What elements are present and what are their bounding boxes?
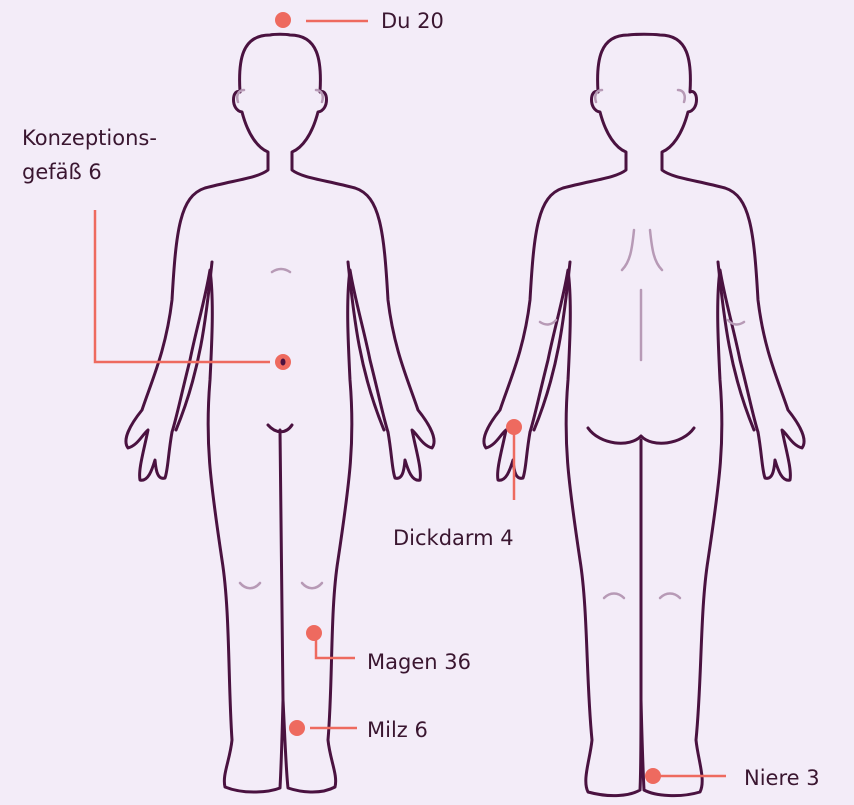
front-body-outline [126,34,434,792]
konzeptionsgefaess6-leader [95,210,270,362]
magen36-label: Magen 36 [367,648,471,676]
back-body-figure [484,34,804,795]
magen36-point [306,625,322,641]
konzeptionsgefaess6-label-line1: Konzeptions- [22,124,157,152]
niere3-label: Niere 3 [744,764,820,792]
back-body-outline [484,34,804,795]
milz6-point [289,720,305,736]
milz6-label: Milz 6 [367,716,428,744]
magen36-leader [316,640,355,658]
du20-label: Du 20 [381,7,444,35]
dickdarm4-label: Dickdarm 4 [393,524,514,552]
du20-point [275,12,291,28]
dickdarm4-point [506,419,522,435]
navel-mark [281,359,286,366]
front-body-figure [126,34,434,792]
niere3-point [645,768,661,784]
konzeptionsgefaess6-label-line2: gefäß 6 [22,158,102,186]
